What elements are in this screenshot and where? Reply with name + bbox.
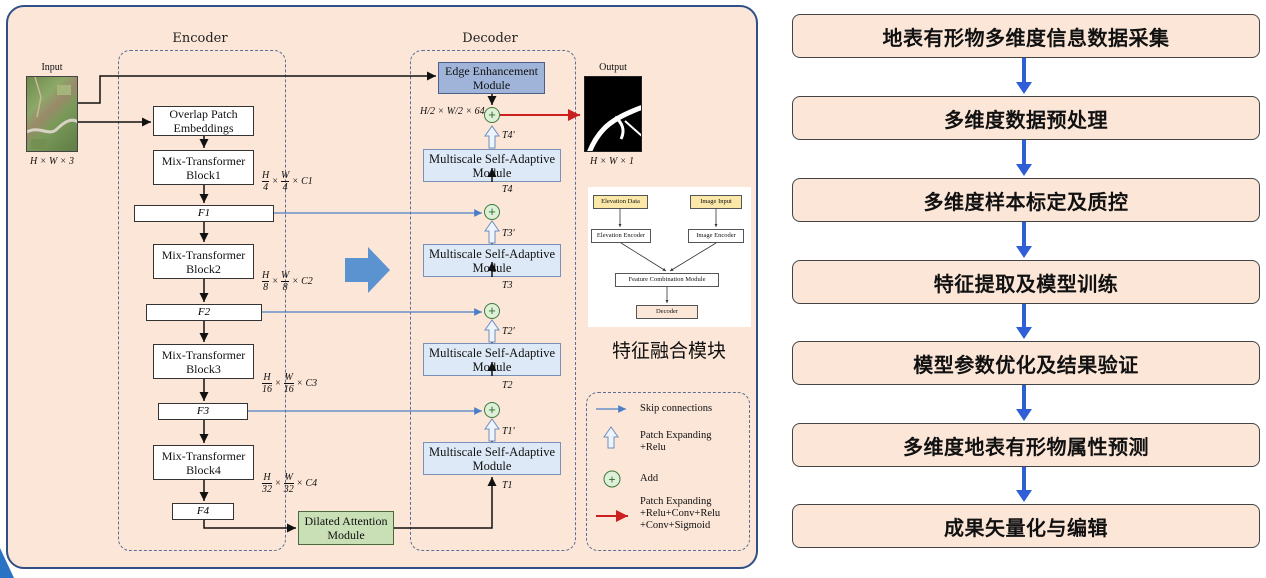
output-image xyxy=(584,76,642,152)
flow-step-2: 多维度数据预处理 xyxy=(792,96,1260,140)
t2-label: T2 xyxy=(502,380,513,391)
legend-container xyxy=(586,392,750,551)
t4-label: T4 xyxy=(502,184,513,195)
t1-label: T1 xyxy=(502,480,513,491)
dilated-attention-module: Dilated Attention Module xyxy=(298,511,394,545)
msa-module-4: Multiscale Self-Adaptive Module xyxy=(423,149,561,182)
overlap-patch-embeddings: Overlap Patch Embeddings xyxy=(153,106,254,136)
decoder-title: Decoder xyxy=(462,31,518,46)
flow-step-7: 成果矢量化与编辑 xyxy=(792,504,1260,548)
feature-f4: F4 xyxy=(172,503,234,520)
feature-f2: F2 xyxy=(146,304,262,321)
feature-combination-box: Feature Combination Module xyxy=(615,273,719,287)
elevation-encoder-box: Elevation Encoder xyxy=(591,229,651,243)
encoder-title: Encoder xyxy=(172,31,228,46)
t3-label: T3 xyxy=(502,280,513,291)
msa-module-1: Multiscale Self-Adaptive Module xyxy=(423,442,561,475)
add-circle-2: + xyxy=(484,402,500,418)
input-label: Input xyxy=(41,62,63,73)
mix-transformer-block2: Mix-Transformer Block2 xyxy=(153,244,254,279)
corner-decoration xyxy=(0,548,14,578)
fusion-caption: 特征融合模块 xyxy=(611,340,726,362)
add-circle-3: + xyxy=(484,303,500,319)
mix-transformer-block1: Mix-Transformer Block1 xyxy=(153,150,254,185)
image-input-box: Image Input xyxy=(690,195,742,209)
t4-prime-label: T4' xyxy=(502,130,515,141)
encoder-container xyxy=(118,50,286,551)
mix-transformer-block4: Mix-Transformer Block4 xyxy=(153,445,254,480)
top-dim-label: H/2 × W/2 × 64 xyxy=(420,106,485,117)
fusion-arrows xyxy=(618,209,718,303)
flow-step-6: 多维度地表有形物属性预测 xyxy=(792,423,1260,467)
mix-transformer-block3: Mix-Transformer Block3 xyxy=(153,344,254,379)
edge-enhancement-module: Edge Enhancement Module xyxy=(438,62,545,94)
msa-module-2: Multiscale Self-Adaptive Module xyxy=(423,343,561,376)
legend-patch-expanding-conv: Patch Expanding +Relu+Conv+Relu +Conv+Si… xyxy=(640,496,721,531)
t1-prime-label: T1' xyxy=(502,426,515,437)
feature-fusion-diagram: Elevation Data Image Input Elevation Enc… xyxy=(588,187,751,327)
flow-step-4: 特征提取及模型训练 xyxy=(792,260,1260,304)
decoder-box: Decoder xyxy=(636,305,698,319)
add-circle-4: + xyxy=(484,204,500,220)
output-label: Output xyxy=(599,62,627,73)
t2-prime-label: T2' xyxy=(502,326,515,337)
flow-step-3: 多维度样本标定及质控 xyxy=(792,178,1260,222)
flow-step-1: 地表有形物多维度信息数据采集 xyxy=(792,14,1260,58)
legend-patch-expanding: Patch Expanding +Relu xyxy=(640,430,712,453)
elevation-data-box: Elevation Data xyxy=(593,195,648,209)
decoder-container xyxy=(410,50,576,551)
msa-module-3: Multiscale Self-Adaptive Module xyxy=(423,244,561,277)
legend-skip: Skip connections xyxy=(640,403,713,414)
feature-f3: F3 xyxy=(158,403,248,420)
feature-f1: F1 xyxy=(134,205,274,222)
input-dim: H × W × 3 xyxy=(30,156,75,167)
image-encoder-box: Image Encoder xyxy=(688,229,744,243)
input-image xyxy=(26,76,78,152)
legend-add: Add xyxy=(640,473,659,484)
output-dim: H × W × 1 xyxy=(590,156,635,167)
add-circle-top: + xyxy=(484,107,500,123)
t3-prime-label: T3' xyxy=(502,228,515,239)
flow-step-5: 模型参数优化及结果验证 xyxy=(792,341,1260,385)
